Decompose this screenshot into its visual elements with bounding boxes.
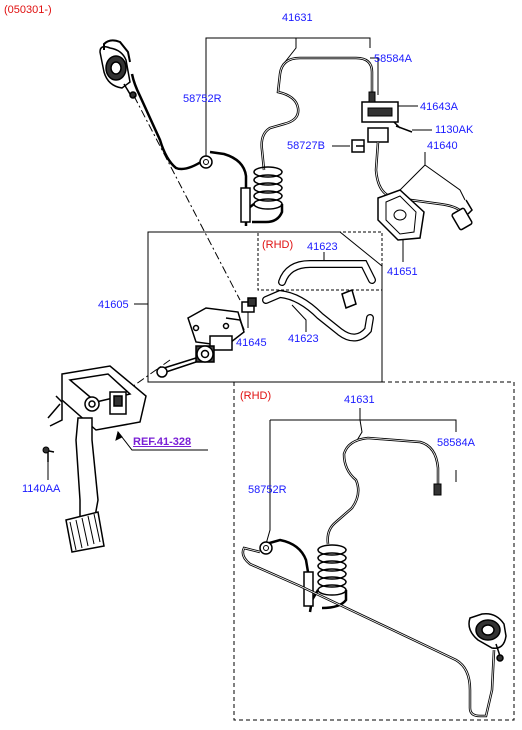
coil-top: [253, 166, 283, 210]
plate-41651-hole: [393, 209, 407, 221]
callout-41631-top: [205, 37, 371, 110]
label-58727B: 58727B: [287, 140, 325, 152]
callout-41631-top-stem: [284, 38, 297, 63]
label-41631-bottom: 41631: [344, 394, 375, 406]
rhd-hose-box: [257, 231, 383, 291]
callout-41631-bottom: [270, 419, 457, 432]
label-1140AA: 1140AA: [22, 483, 61, 495]
label-41623-rhd: 41623: [307, 241, 338, 253]
label-rhd-bottom: (RHD): [240, 390, 272, 402]
tube-41631-top: [260, 56, 374, 171]
clip-58752R-bottom: [259, 541, 273, 555]
label-41640: 41640: [427, 140, 458, 152]
hose-41623-inner: [263, 291, 373, 341]
label-41631-top: 41631: [282, 12, 313, 24]
label-58752R-top: 58752R: [183, 93, 222, 105]
fitting-top: [240, 187, 251, 223]
tube-to-slave-cylinder-top: [130, 73, 205, 171]
release-bearing-bottom: [468, 612, 507, 662]
reference-link[interactable]: REF.41-328: [133, 436, 192, 448]
clip-58727B: [351, 139, 365, 153]
label-41651: 41651: [387, 266, 418, 278]
tube-bearing-loop-top: [103, 39, 131, 63]
clip-41645: [241, 297, 257, 313]
callout-41631-bottom-stem: [355, 408, 363, 443]
bolt-1140AA-head: [42, 446, 50, 454]
guide-line-bearing: [133, 95, 241, 301]
bracket-upper-block: [367, 127, 389, 143]
tube-41631-bottom-inner: [327, 437, 439, 545]
callout-58584A-top: [370, 57, 379, 95]
variant-date-code: (050301-): [4, 4, 52, 16]
nut-58584A-top: [368, 91, 376, 103]
hose-clip-right: [341, 288, 357, 310]
callout-58752R-bottom: [265, 420, 271, 545]
label-41643A: 41643A: [420, 101, 458, 113]
bolt-1130AK: [393, 121, 413, 133]
callout-41623-b: [291, 304, 307, 332]
coil-bottom: [317, 544, 347, 596]
hose-41623-rhd-inner: [279, 261, 375, 285]
label-41645: 41645: [236, 337, 267, 349]
rhd-bottom-box: [233, 381, 515, 721]
ref-arrow-head: [115, 430, 123, 441]
tube-fitting-to-clip-top: [209, 150, 248, 188]
plate-41651: [377, 189, 425, 241]
hose-clip: [465, 199, 473, 215]
label-58584A-top: 58584A: [374, 53, 412, 65]
clip-58752R-top: [199, 155, 213, 169]
label-58584A-bottom: 58584A: [437, 437, 475, 449]
ref-arrow: [117, 431, 208, 451]
tube-fitting-to-clip-bottom: [265, 538, 310, 573]
tube-41631-top-inner: [261, 57, 373, 171]
master-cylinder-41605: [156, 307, 245, 378]
label-41623: 41623: [288, 333, 319, 345]
label-rhd-hose: (RHD): [262, 239, 294, 251]
pedal-pad: [65, 511, 105, 553]
label-58752R-bottom: 58752R: [248, 484, 287, 496]
tube-long-bottom: [241, 546, 496, 718]
callout-41640: [399, 152, 466, 201]
release-bearing-top: [99, 45, 137, 99]
plate-41651-inner: [385, 195, 417, 235]
pedal-arm: [75, 417, 99, 525]
hose-end-connector: [451, 207, 473, 231]
label-1130AK: 1130AK: [435, 124, 474, 136]
bracket-41643A-detail: [367, 107, 393, 117]
label-41605: 41605: [98, 299, 129, 311]
nut-58584A-bottom: [433, 483, 442, 496]
guide-line-pedal: [107, 359, 171, 405]
tube-long-bottom-inner: [242, 547, 495, 717]
pedal-bracket: [47, 365, 147, 431]
